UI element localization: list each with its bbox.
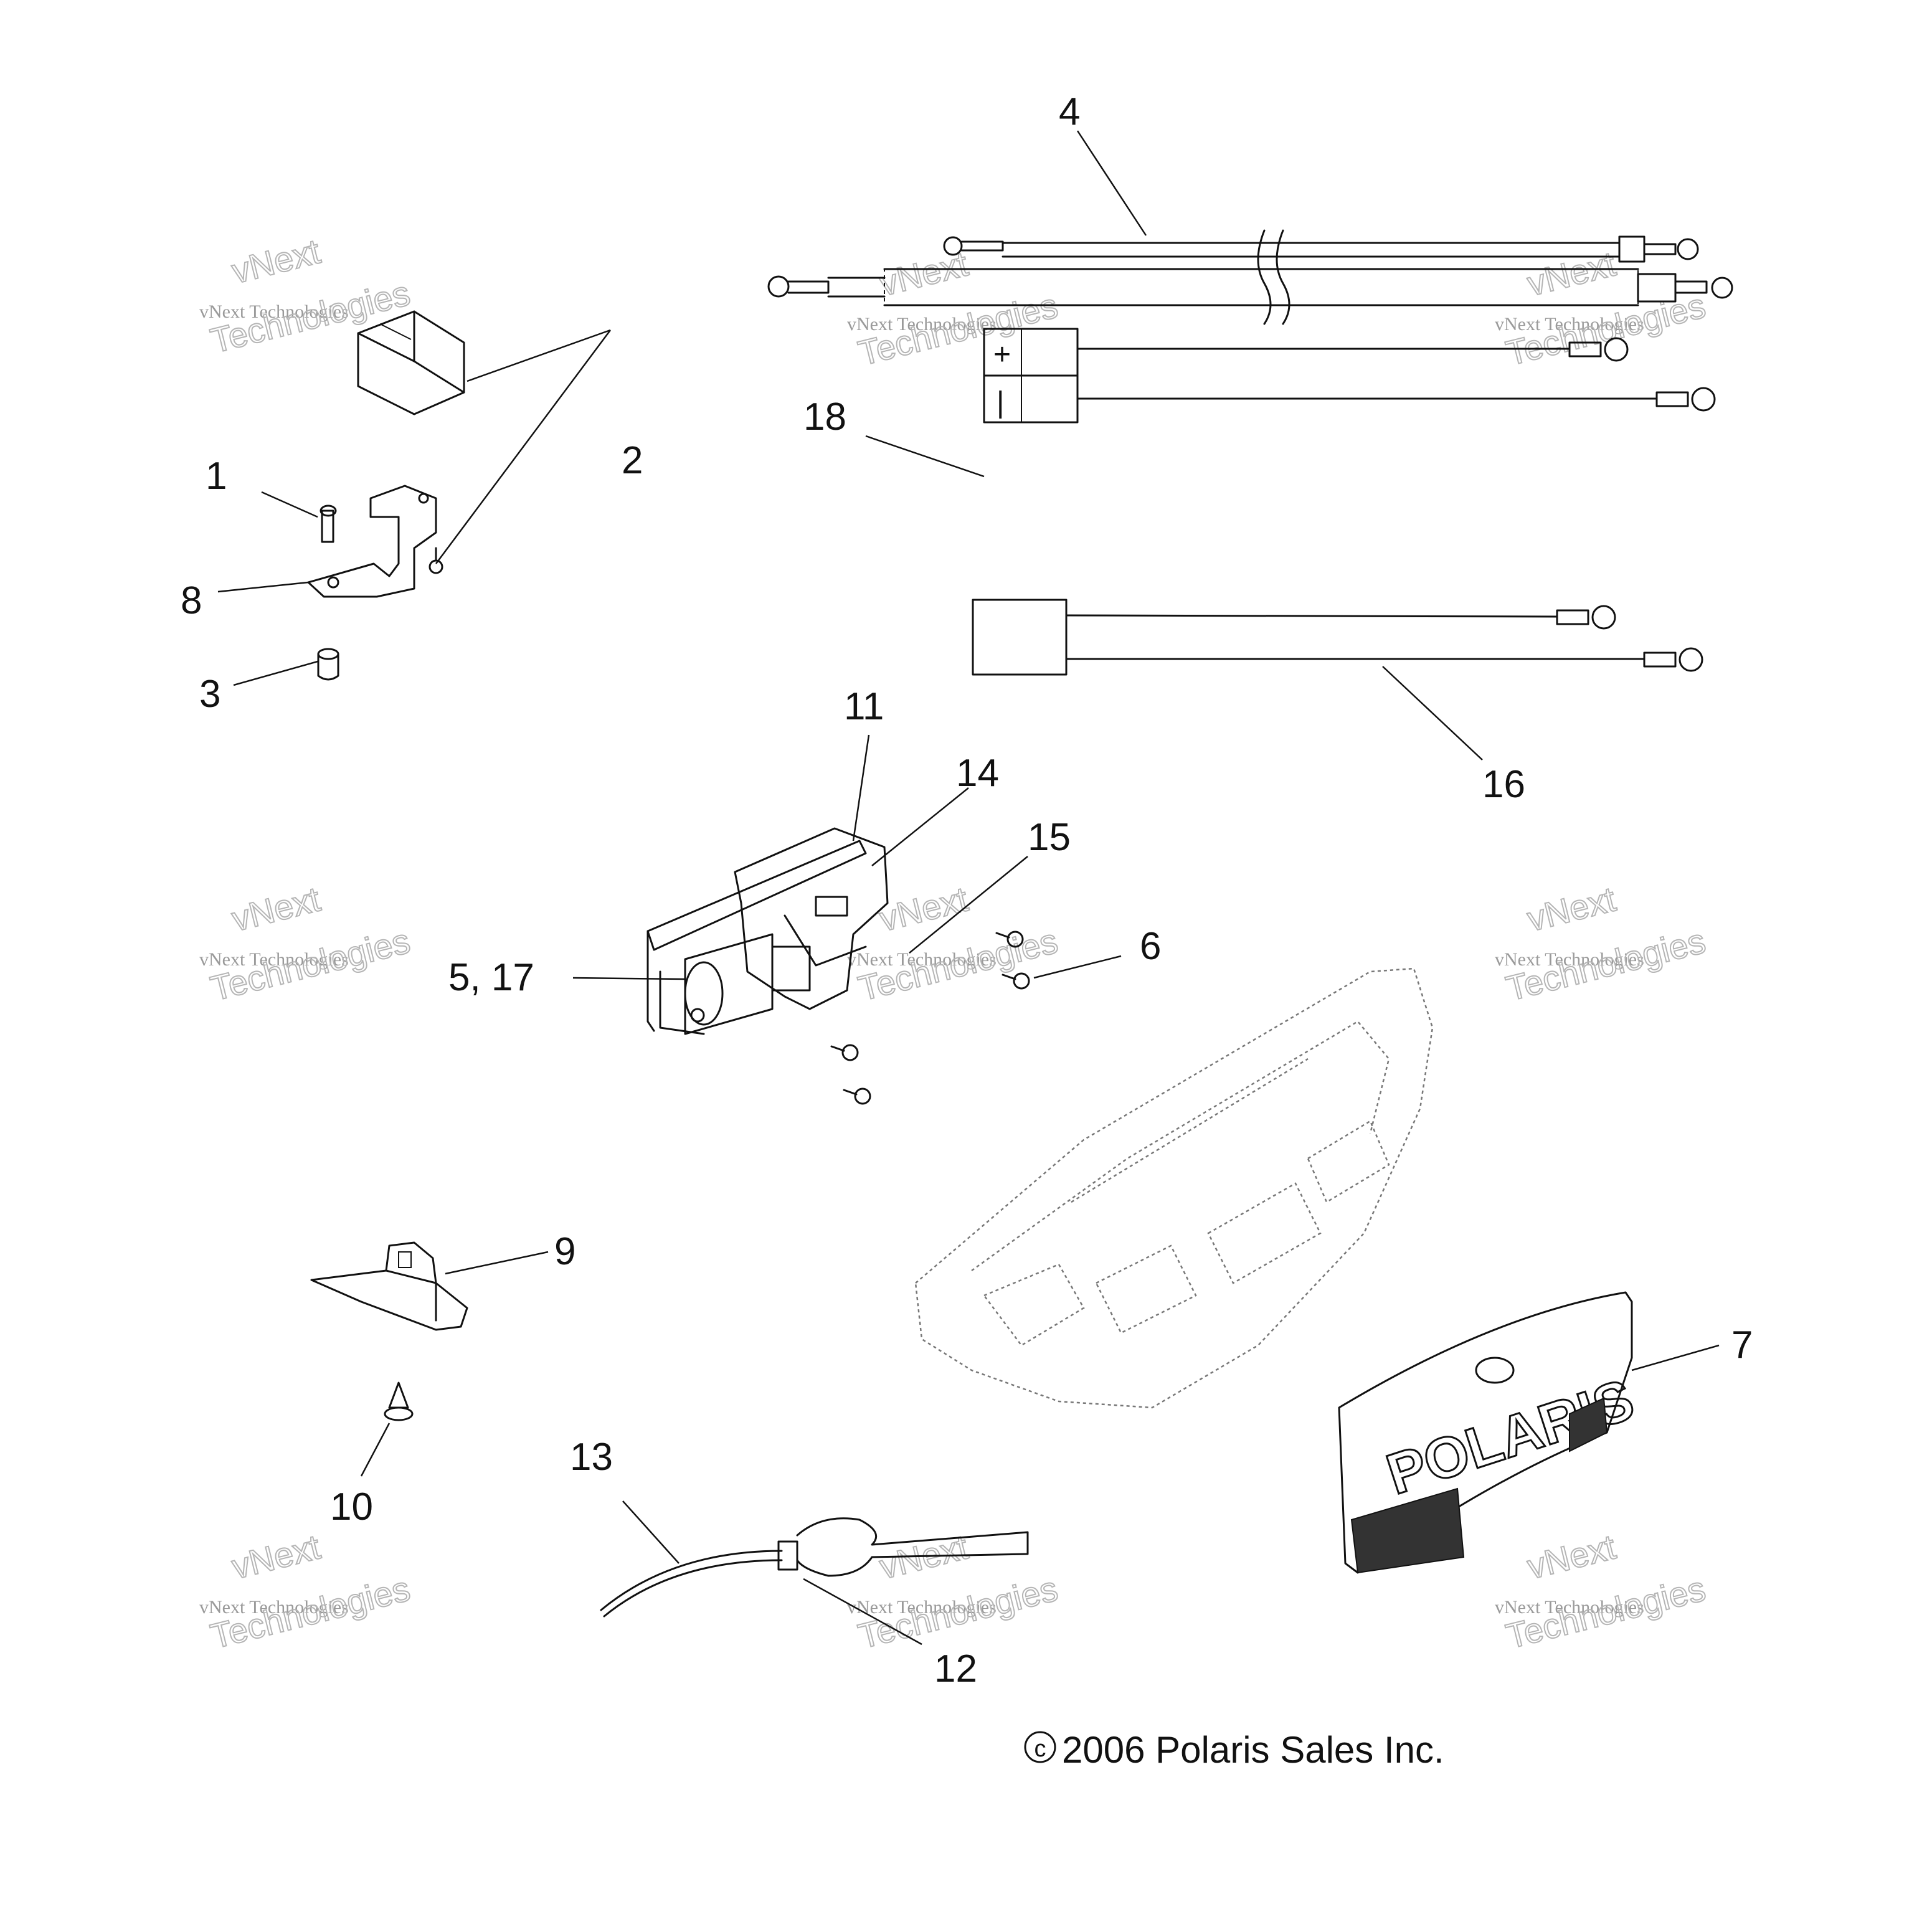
- copyright-text: 2006 Polaris Sales Inc.: [1062, 1729, 1444, 1771]
- callout-9: 9: [554, 1230, 575, 1273]
- svg-text:vNext Technologies: vNext Technologies: [847, 949, 997, 970]
- screws-group: [830, 931, 1030, 1105]
- callout-6: 6: [1140, 925, 1161, 968]
- switch: [310, 1241, 468, 1331]
- badge-hatched-panel: [1350, 1487, 1465, 1574]
- callout-14: 14: [956, 752, 999, 795]
- watermark-bottom-center: vNext vNext Technologies Technologies: [847, 1526, 1062, 1656]
- svg-text:vNext Technologies: vNext Technologies: [199, 1597, 349, 1618]
- svg-text:vNext: vNext: [1523, 244, 1620, 303]
- watermark-bottom-right: vNext vNext Technologies Technologies: [1495, 1526, 1710, 1656]
- svg-text:vNext Technologies: vNext Technologies: [847, 314, 997, 334]
- connector-harness-18: + |: [983, 328, 1716, 424]
- callout-13: 13: [570, 1436, 613, 1479]
- svg-text:vNext: vNext: [876, 879, 972, 939]
- callout-3: 3: [199, 673, 220, 716]
- front-bumper-ghost: [914, 967, 1434, 1409]
- callout-11: 11: [844, 685, 884, 728]
- svg-text:vNext Technologies: vNext Technologies: [199, 949, 349, 970]
- callout-7: 7: [1731, 1324, 1753, 1367]
- callout-15: 15: [1028, 816, 1071, 859]
- svg-text:vNext: vNext: [228, 879, 324, 939]
- svg-text:vNext Technologies: vNext Technologies: [1495, 949, 1644, 970]
- watermark-middle-center: vNext vNext Technologies Technologies: [847, 878, 1062, 1008]
- svg-text:vNext Technologies: vNext Technologies: [847, 1597, 997, 1618]
- polaris-logo-text: POLARIS: [1380, 1368, 1641, 1507]
- copyright-symbol-letter: c: [1035, 1736, 1046, 1762]
- callout-1: 1: [206, 455, 227, 498]
- copyright-circle-icon: [1024, 1731, 1056, 1763]
- relay: [357, 310, 465, 415]
- svg-text:vNext: vNext: [228, 231, 324, 291]
- callout-18: 18: [803, 396, 846, 438]
- leader-lines: [217, 130, 1720, 1646]
- copyright-notice: c 2006 Polaris Sales Inc.: [1024, 1729, 1444, 1771]
- callout-10: 10: [330, 1485, 373, 1528]
- watermark-middle-right: vNext vNext Technologies Technologies: [1495, 878, 1710, 1008]
- callout-5-17: 5, 17: [448, 956, 534, 999]
- callout-8: 8: [181, 579, 202, 622]
- mounting-bracket: [307, 485, 437, 598]
- battery-cable-assembly: [767, 229, 1733, 325]
- svg-text:vNext Technologies: vNext Technologies: [1495, 314, 1644, 334]
- wiring-cable: [600, 1517, 1029, 1618]
- spacer: [317, 648, 339, 681]
- callout-12: 12: [934, 1647, 977, 1690]
- callout-2: 2: [622, 439, 643, 482]
- connector-harness-16: [972, 599, 1703, 676]
- watermark-middle-left: vNext vNext Technologies Technologies: [199, 878, 414, 1008]
- svg-text:vNext Technologies: vNext Technologies: [199, 301, 349, 322]
- watermark-top-center: vNext vNext Technologies Technologies: [847, 243, 1062, 373]
- svg-text:vNext: vNext: [1523, 879, 1620, 939]
- minus-sign: |: [997, 386, 1004, 419]
- svg-text:vNext: vNext: [1523, 1527, 1620, 1586]
- badge-hatched-strip: [1569, 1397, 1608, 1452]
- watermark-top-left: vNext vNext Technologies Technologies: [199, 230, 414, 361]
- small-screw: [429, 547, 443, 574]
- callout-16: 16: [1482, 763, 1525, 806]
- push-rivet: [384, 1381, 414, 1421]
- svg-text:vNext Technologies: vNext Technologies: [1495, 1597, 1644, 1618]
- callout-4: 4: [1059, 90, 1080, 133]
- plus-sign: +: [993, 338, 1011, 371]
- bolt: [320, 505, 337, 543]
- callout-labels: 4 2 1 8 3 18 16 11 14 15 6 5, 17 9 10 13…: [181, 90, 1753, 1690]
- headlight-assembly: [646, 827, 889, 1035]
- watermark-bottom-left: vNext vNext Technologies Technologies: [199, 1526, 414, 1656]
- svg-text:vNext: vNext: [228, 1527, 324, 1586]
